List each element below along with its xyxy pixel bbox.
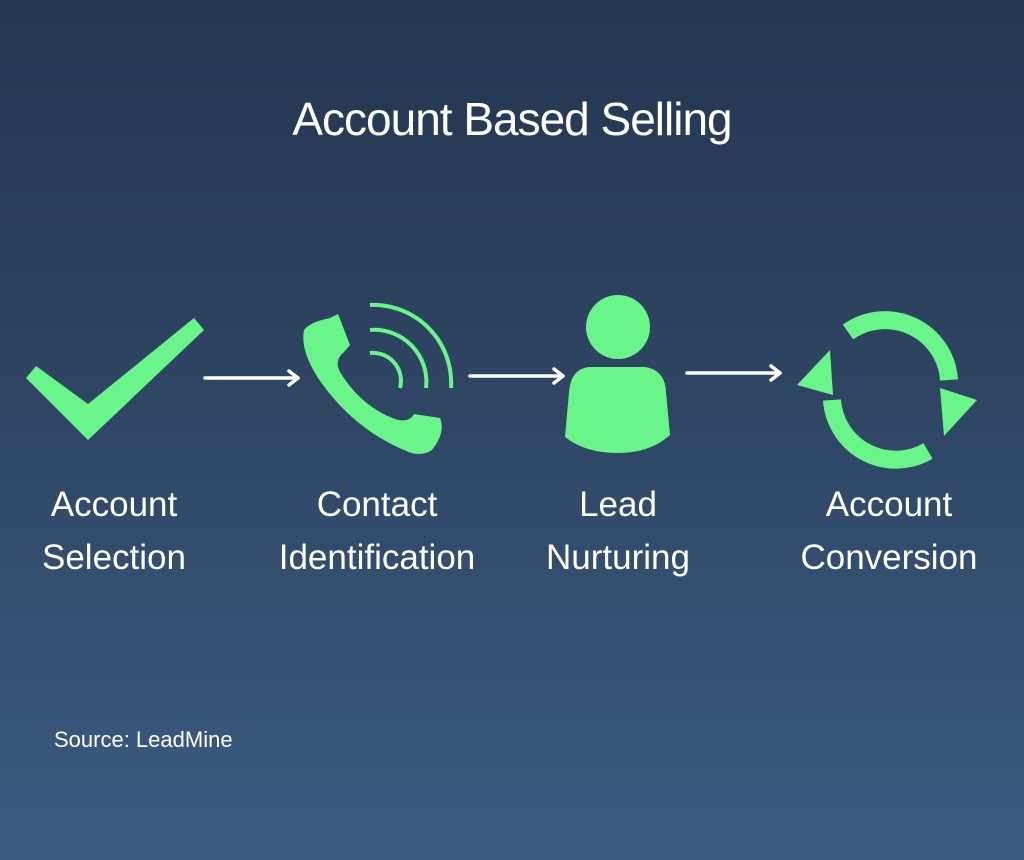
step-label-lead-nurturing: Lead Nurturing — [488, 478, 748, 584]
label-line: Account — [50, 485, 178, 524]
step-label-account-selection: Account Selection — [0, 478, 244, 584]
arrow-2 — [468, 367, 565, 385]
label-line: Conversion — [800, 538, 978, 577]
checkmark-icon — [26, 318, 204, 440]
label-line: Identification — [278, 538, 476, 577]
arrow-3 — [685, 364, 782, 382]
step-label-account-conversion: Account Conversion — [759, 478, 1019, 584]
label-line: Lead — [579, 485, 657, 524]
source-caption: Source: LeadMine — [54, 727, 233, 752]
person-icon — [565, 295, 670, 453]
label-line: Account — [825, 485, 953, 524]
step-label-contact-identification: Contact Identification — [247, 478, 507, 584]
label-line: Selection — [42, 538, 186, 577]
cycle-icon — [797, 311, 977, 469]
diagram-title: Account Based Selling — [292, 93, 732, 145]
arrow-1 — [203, 369, 300, 387]
label-line: Nurturing — [546, 538, 690, 577]
label-line: Contact — [316, 485, 438, 524]
phone-icon — [303, 302, 454, 454]
